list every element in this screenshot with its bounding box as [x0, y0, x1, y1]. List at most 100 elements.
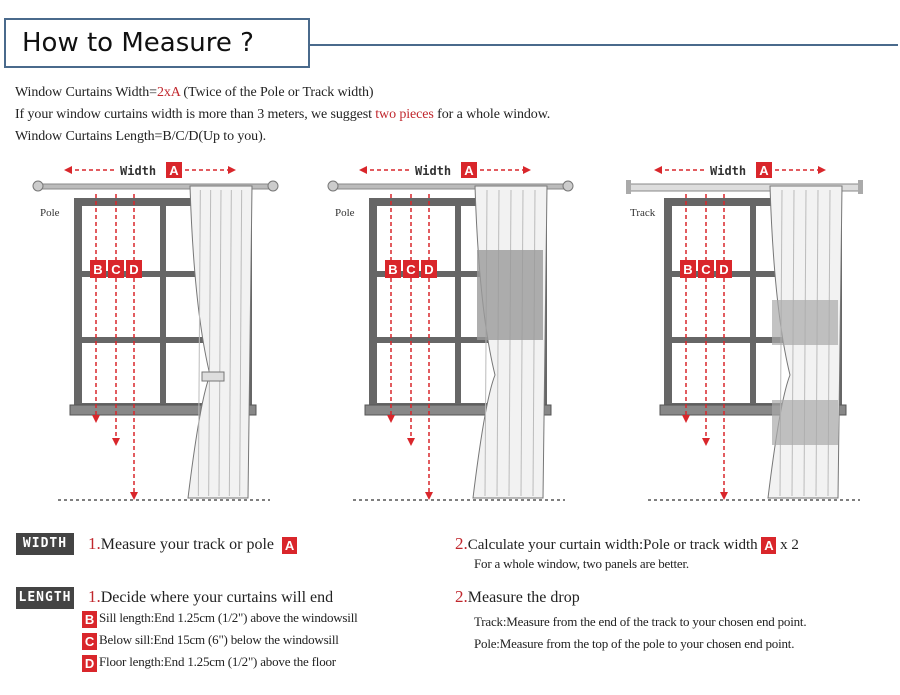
track-end-left	[626, 180, 631, 194]
curtain	[472, 185, 548, 499]
marker-c	[403, 260, 419, 278]
drop-arrowhead-d	[425, 492, 433, 500]
width-arrowhead-right	[228, 166, 236, 174]
marker-d	[421, 260, 437, 278]
track-note: Track:Measure from the end of the track …	[474, 614, 807, 629]
width-label: Width	[710, 164, 746, 178]
marker-a-label: A	[759, 163, 769, 178]
curtain-fold	[496, 189, 500, 497]
marker-c-badge: C	[82, 632, 97, 650]
curtain-fold	[228, 189, 232, 497]
length-step-1: 1.Decide where your curtains will end	[88, 587, 334, 606]
width-tag: WIDTH	[16, 533, 74, 555]
rail-label: Pole	[40, 207, 60, 219]
curtain-fold	[197, 189, 201, 497]
pole-finial-right	[267, 180, 279, 192]
marker-b-label: B	[683, 262, 692, 277]
intro-text: Window Curtains Width=2xA (Twice of the …	[15, 82, 550, 148]
windowsill	[364, 404, 552, 416]
curtain-fold	[208, 189, 212, 497]
drop-arrowhead-b	[92, 415, 100, 423]
width-arrowhead-left	[359, 166, 367, 174]
intro-line-two-pieces: If your window curtains width is more th…	[15, 107, 551, 122]
drop-arrowhead-b	[387, 415, 395, 423]
intro-line-width: Window Curtains Width=2xA (Twice of the …	[15, 85, 374, 100]
marker-d-label: D	[129, 262, 138, 277]
track-end-right	[858, 180, 863, 194]
title-divider	[308, 44, 898, 46]
marker-d	[126, 260, 142, 278]
rail-label: Track	[630, 207, 656, 219]
drop-arrowhead-c	[702, 438, 710, 446]
drop-arrowhead-b	[682, 415, 690, 423]
marker-a-label: A	[169, 163, 179, 178]
marker-d-label: D	[424, 262, 433, 277]
width-arrowhead-left	[654, 166, 662, 174]
width-arrowhead-right	[818, 166, 826, 174]
marker-c-label: C	[111, 262, 121, 277]
width-step-2: 2.Calculate your curtain width:Pole or t…	[455, 534, 799, 555]
width-step-1: 1.Measure your track or pole A	[88, 534, 298, 554]
marker-a-label: A	[464, 163, 474, 178]
marker-c-label: C	[406, 262, 416, 277]
rail-label: Pole	[335, 207, 355, 219]
drop-arrowhead-d	[130, 492, 138, 500]
pole-finial-left	[327, 180, 339, 192]
windowsill	[69, 404, 257, 416]
curtain-stripe	[772, 400, 838, 445]
drop-arrowhead-c	[407, 438, 415, 446]
marker-a	[461, 162, 477, 178]
marker-b-badge: B	[82, 610, 97, 628]
marker-b	[90, 260, 106, 278]
marker-b-label: B	[93, 262, 102, 277]
width-step-2-note: For a whole window, two panels are bette…	[474, 556, 689, 571]
pole-finial-left	[32, 180, 44, 192]
curtain-fold	[532, 189, 536, 497]
curtain-fold	[239, 189, 243, 497]
marker-d-badge: D	[82, 654, 97, 672]
marker-a-badge: A	[761, 537, 777, 555]
marker-c-label: C	[701, 262, 711, 277]
marker-b-label: B	[388, 262, 397, 277]
curtain	[767, 185, 843, 499]
windowsill	[659, 404, 847, 416]
curtain-fold	[484, 189, 488, 497]
pole-note: Pole:Measure from the top of the pole to…	[474, 636, 795, 651]
pole-finial-right	[562, 180, 574, 192]
drop-arrowhead-d	[720, 492, 728, 500]
marker-c	[108, 260, 124, 278]
marker-b	[680, 260, 696, 278]
curtain-stripe	[477, 250, 543, 340]
curtain	[187, 185, 253, 499]
marker-b	[385, 260, 401, 278]
marker-a	[166, 162, 182, 178]
width-label: Width	[415, 164, 451, 178]
curtain-tieback	[201, 371, 225, 382]
width-arrowhead-left	[64, 166, 72, 174]
marker-d-label: D	[719, 262, 728, 277]
marker-a-badge: A	[282, 536, 298, 554]
marker-a	[756, 162, 772, 178]
drop-arrowhead-c	[112, 438, 120, 446]
length-tag: LENGTH	[16, 587, 74, 609]
length-step-2: 2.Measure the drop	[455, 587, 580, 606]
width-label: Width	[120, 164, 156, 178]
curtain-fold	[520, 189, 524, 497]
curtain-stripe	[772, 300, 838, 345]
marker-d	[716, 260, 732, 278]
curtain-fold	[218, 189, 222, 497]
intro-line-length: Window Curtains Length=B/C/D(Up to you).	[15, 129, 267, 144]
marker-c	[698, 260, 714, 278]
curtain-fold	[508, 189, 512, 497]
width-arrowhead-right	[523, 166, 531, 174]
page-title: How to Measure ?	[4, 18, 310, 68]
